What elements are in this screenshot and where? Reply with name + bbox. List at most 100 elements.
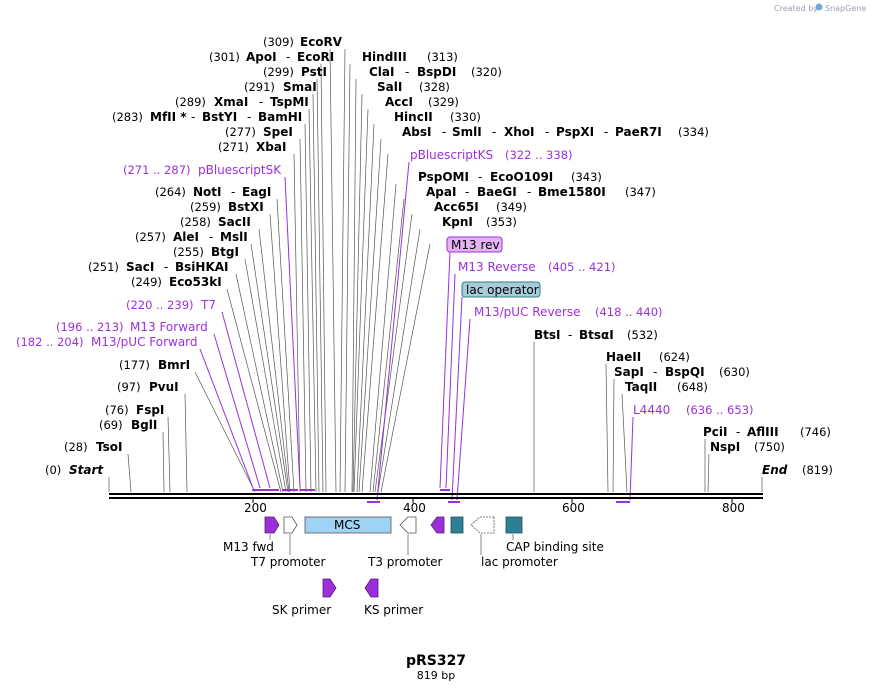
svg-text:(196 .. 213): (196 .. 213) (56, 320, 124, 334)
site-SapI-BspQI[interactable]: SapI - BspQI (630) (614, 365, 750, 379)
site-XbaI[interactable]: (271) XbaI (218, 140, 286, 154)
site-SalI[interactable]: SalI (328) (377, 80, 450, 94)
site-SpeI[interactable]: (277) SpeI (225, 125, 293, 139)
svg-text:lac operator: lac operator (466, 283, 539, 297)
site-ApoI-EcoRI[interactable]: (301) ApoI - EcoRI (209, 50, 334, 64)
svg-text:M13/pUC Forward: M13/pUC Forward (91, 335, 198, 349)
primer-M13-Reverse[interactable]: M13 Reverse (405 .. 421) (458, 260, 616, 274)
svg-text:-: - (247, 110, 251, 124)
plasmid-length: 819 bp (417, 669, 455, 682)
site-PvuI[interactable]: (97) PvuI (117, 380, 179, 394)
m13-fwd-label: M13 fwd (223, 540, 274, 554)
site-HincII[interactable]: HincII (330) (394, 110, 481, 124)
site-HaeII[interactable]: HaeII (624) (606, 350, 690, 364)
site-MfII-BstYI-BamHI[interactable]: (283) MfII * - BstYI - BamHI (112, 110, 302, 124)
svg-text:Acc65I: Acc65I (434, 200, 479, 214)
site-AccI[interactable]: AccI (329) (385, 95, 459, 109)
ks-primer-arrow[interactable] (364, 578, 379, 598)
feature-M13-rev-label[interactable]: M13 rev (446, 236, 503, 253)
site-Acc65I[interactable]: Acc65I (349) (434, 200, 527, 214)
app-name-text: SnapGene (825, 4, 866, 13)
site-SacII[interactable]: (258) SacII (180, 215, 251, 229)
site-PstI[interactable]: (299) PstI (263, 65, 327, 79)
svg-text:(313): (313) (427, 50, 458, 64)
svg-text:BstYI: BstYI (202, 110, 237, 124)
svg-text:HaeII: HaeII (606, 350, 641, 364)
t7-promoter-arrow[interactable] (283, 516, 298, 534)
m13-fwd-arrow[interactable] (264, 516, 280, 534)
site-SmaI[interactable]: (291) SmaI (244, 80, 317, 94)
ks-primer-label: KS primer (364, 603, 423, 617)
svg-text:(76): (76) (105, 403, 129, 417)
svg-text:(257): (257) (135, 230, 166, 244)
site-ApaI-BaeGI-Bme1580I[interactable]: ApaI - BaeGI - Bme1580I (347) (426, 185, 656, 199)
site-NotI-EagI[interactable]: (264) NotI - EagI (155, 185, 271, 199)
primer-pBluescriptSK[interactable]: (271 .. 287) pBluescriptSK (123, 163, 282, 177)
sk-primer-arrow[interactable] (322, 578, 337, 598)
svg-text:(291): (291) (244, 80, 275, 94)
svg-text:(258): (258) (180, 215, 211, 229)
site-NspI[interactable]: NspI (750) (710, 440, 785, 454)
site-KpnI[interactable]: KpnI (353) (442, 215, 517, 229)
cap-binding-site-box[interactable] (505, 516, 523, 534)
svg-text:-: - (405, 65, 409, 79)
primer-pBluescriptKS[interactable]: pBluescriptKS (322 .. 338) (410, 148, 573, 162)
svg-text:(624): (624) (659, 350, 690, 364)
svg-text:MslI: MslI (220, 230, 248, 244)
svg-text:-: - (568, 328, 572, 342)
site-SacI-BsiHKAI[interactable]: (251) SacI - BsiHKAI (88, 260, 229, 274)
feature-lac-operator-label[interactable]: lac operator (461, 281, 541, 298)
svg-text:MfII *: MfII * (150, 110, 187, 124)
svg-text:-: - (653, 365, 657, 379)
svg-text:(349): (349) (496, 200, 527, 214)
svg-text:(249): (249) (131, 275, 162, 289)
lac-promoter-arrow[interactable] (470, 516, 495, 534)
t3-promoter-label: T3 promoter (367, 555, 443, 569)
site-BglI[interactable]: (69) BglI (99, 418, 157, 432)
svg-text:-: - (527, 185, 531, 199)
ruler-tick-400: 400 (403, 501, 426, 515)
t7-promoter-label: T7 promoter (250, 555, 326, 569)
site-BstXI[interactable]: (259) BstXI (190, 200, 264, 214)
svg-text:(347): (347) (625, 185, 656, 199)
svg-text:BaeGI: BaeGI (477, 185, 517, 199)
primer-M13-Forward[interactable]: (196 .. 213) M13 Forward (56, 320, 208, 334)
ruler-ticks (252, 498, 733, 503)
svg-text:BspQI: BspQI (665, 365, 705, 379)
svg-text:M13 Reverse: M13 Reverse (458, 260, 536, 274)
primer-L4440[interactable]: L4440 (636 .. 653) (633, 403, 754, 417)
svg-text:(329): (329) (428, 95, 459, 109)
lac-operator-box[interactable] (450, 516, 464, 534)
m13-rev-arrow[interactable] (430, 516, 445, 534)
created-by-text: Created by (774, 4, 818, 13)
site-BmrI[interactable]: (177) BmrI (119, 358, 190, 372)
primer-M13-pUC-Forward[interactable]: (182 .. 204) M13/pUC Forward (16, 335, 198, 349)
mcs-box[interactable] (304, 516, 392, 534)
svg-text:(630): (630) (719, 365, 750, 379)
primer-T7[interactable]: (220 .. 239) T7 (126, 298, 216, 312)
site-XmaI-TspMI[interactable]: (289) XmaI - TspMI (175, 95, 309, 109)
site-PspOMI-EcoO109I[interactable]: PspOMI - EcoO109I (343) (418, 170, 602, 184)
site-FspI[interactable]: (76) FspI (105, 403, 164, 417)
site-EcoRV[interactable]: (309) EcoRV (263, 35, 343, 49)
svg-text:PspOMI: PspOMI (418, 170, 469, 184)
site-HindIII[interactable]: HindIII (313) (362, 50, 458, 64)
site-AleI-MslI[interactable]: (257) AleI - MslI (135, 230, 248, 244)
svg-text:(97): (97) (117, 380, 141, 394)
svg-text:(271): (271) (218, 140, 249, 154)
start-label: Start (69, 463, 104, 477)
primer-M13-pUC-Reverse[interactable]: M13/pUC Reverse (418 .. 440) (474, 305, 663, 319)
site-AbsI-SmlI-XhoI-PspXI-PaeR7I[interactable]: AbsI - SmlI - XhoI - PspXI - PaeR7I (334… (402, 125, 709, 139)
svg-text:(309): (309) (263, 35, 294, 49)
site-ClaI-BspDI[interactable]: ClaI - BspDI (320) (369, 65, 502, 79)
svg-text:(299): (299) (263, 65, 294, 79)
t3-promoter-arrow[interactable] (399, 516, 417, 534)
svg-text:ApaI: ApaI (426, 185, 456, 199)
site-BtgI[interactable]: (255) BtgI (173, 245, 239, 259)
site-PciI-AflIII[interactable]: PciI - AflIII (746) (703, 425, 831, 439)
site-TaqII[interactable]: TaqII (648) (625, 380, 708, 394)
site-TsoI[interactable]: (28) TsoI (64, 440, 122, 454)
svg-text:pBluescriptKS: pBluescriptKS (410, 148, 493, 162)
site-Eco53kI[interactable]: (249) Eco53kI (131, 275, 222, 289)
site-BtsI-BtsaI[interactable]: BtsI - BtsαI (532) (534, 328, 658, 342)
